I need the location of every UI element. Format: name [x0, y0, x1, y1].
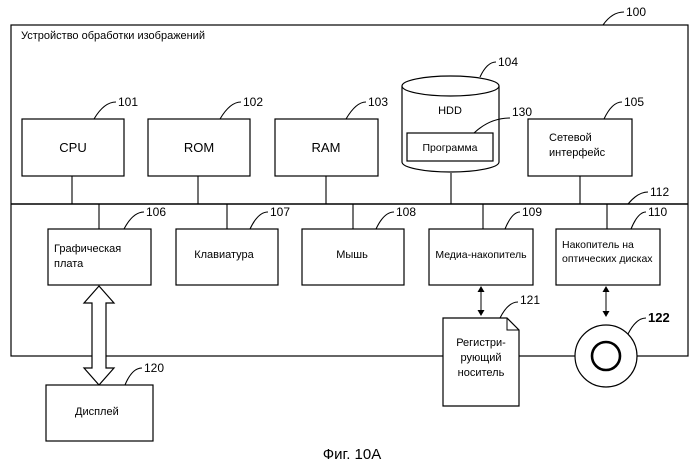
ram-ref-leader [346, 102, 366, 119]
program-label: Программа [422, 142, 477, 154]
keyboard-label: Клавиатура [194, 249, 254, 261]
device-ref: 100 [626, 5, 646, 19]
display-ref-leader [125, 368, 142, 385]
network-ref-leader [604, 102, 622, 119]
graphics-card-box [48, 229, 151, 285]
media-drive-ref-leader [505, 212, 520, 229]
keyboard-ref: 107 [270, 205, 290, 219]
display-ref: 120 [144, 361, 164, 375]
network-label-line1: Сетевой [549, 132, 592, 144]
recording-medium-ref-leader [500, 302, 518, 318]
graphics-label-line2: плата [54, 258, 84, 270]
recording-medium-line3: носитель [458, 367, 505, 379]
rom-label: ROM [184, 140, 214, 155]
optical-disc-icon [575, 325, 637, 387]
hdd-ref-leader [480, 62, 496, 77]
optical-drive-label-line2: оптических дисках [562, 253, 653, 265]
cpu-label: CPU [59, 140, 86, 155]
ram-label: RAM [312, 140, 341, 155]
program-ref: 130 [512, 105, 532, 119]
mouse-ref-leader [376, 212, 394, 229]
optical-disc-ref: 122 [648, 310, 670, 325]
recording-medium-line1: Регистри- [456, 337, 506, 349]
optical-drive-ref: 110 [648, 205, 667, 219]
device-ref-leader [603, 12, 624, 25]
network-label-line2: интерфейс [549, 147, 606, 159]
cpu-ref: 101 [118, 95, 138, 109]
display-label: Дисплей [75, 406, 119, 418]
recording-medium-line2: рующий [460, 352, 501, 364]
hdd-ref: 104 [498, 55, 518, 69]
keyboard-ref-leader [250, 212, 268, 229]
figure-caption: Фиг. 10A [323, 446, 381, 463]
media-drive-medium-arrow [478, 286, 485, 316]
rom-ref-leader [220, 102, 241, 119]
bus-ref: 112 [650, 185, 669, 199]
media-drive-label: Медиа-накопитель [435, 249, 527, 261]
graphics-ref: 106 [146, 205, 166, 219]
optical-disc-ref-leader [628, 318, 646, 334]
network-ref: 105 [624, 95, 644, 109]
recording-medium-ref: 121 [520, 293, 540, 307]
cpu-ref-leader [94, 102, 116, 119]
media-drive-ref: 109 [522, 205, 542, 219]
bus-ref-leader [628, 192, 648, 204]
graphics-display-arrow [84, 286, 114, 385]
optical-drive-label-line1: Накопитель на [562, 239, 634, 251]
device-frame [11, 25, 688, 356]
mouse-label: Мышь [336, 249, 368, 261]
mouse-ref: 108 [396, 205, 416, 219]
optical-drive-disc-arrow [603, 286, 610, 317]
graphics-ref-leader [124, 212, 144, 229]
graphics-label-line1: Графическая [54, 243, 121, 255]
rom-ref: 102 [243, 95, 263, 109]
device-title: Устройство обработки изображений [21, 30, 205, 42]
optical-drive-ref-leader [631, 212, 646, 229]
ram-ref: 103 [368, 95, 388, 109]
hdd-label: HDD [438, 105, 462, 117]
